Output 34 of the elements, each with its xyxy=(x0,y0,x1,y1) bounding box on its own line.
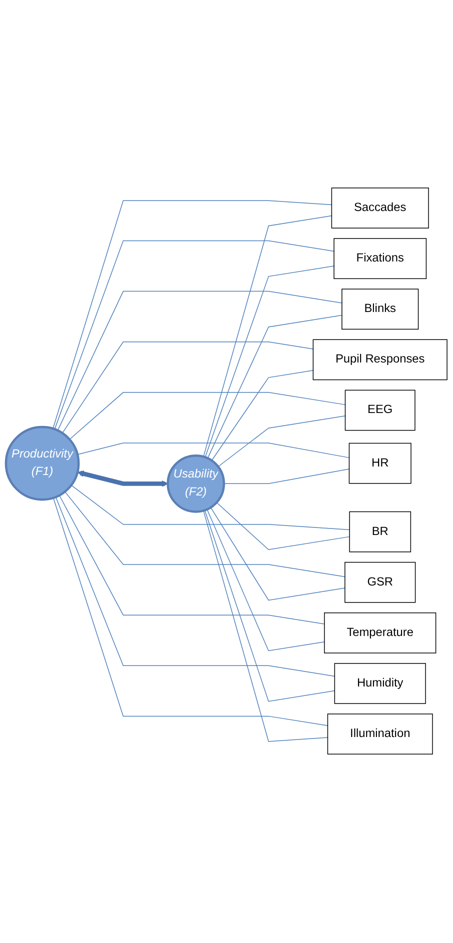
connector xyxy=(204,510,336,702)
connector xyxy=(59,495,325,625)
connector xyxy=(218,416,346,468)
node-box: Fixations xyxy=(334,238,427,280)
connector xyxy=(54,240,334,430)
node-box: Humidity xyxy=(334,664,426,704)
node-box: Temperature xyxy=(324,612,436,654)
node-box: Pupil Responses xyxy=(312,340,448,381)
node-box: Blinks xyxy=(342,289,419,330)
connector xyxy=(52,498,328,726)
node-box: BR xyxy=(349,512,412,553)
connector xyxy=(207,315,342,460)
connector xyxy=(211,370,314,462)
connector xyxy=(216,502,350,551)
connector xyxy=(62,342,314,434)
connector xyxy=(70,485,350,531)
arrow xyxy=(78,471,168,488)
node-box: EEG xyxy=(344,390,416,432)
connector xyxy=(224,469,350,485)
connector xyxy=(206,510,325,652)
connector xyxy=(204,266,334,458)
connector xyxy=(57,291,342,432)
connector xyxy=(203,510,328,742)
node-box: Illumination xyxy=(327,714,433,755)
node-box: HR xyxy=(348,443,412,484)
connector xyxy=(77,443,350,459)
connector xyxy=(203,216,332,458)
connector xyxy=(69,392,346,440)
node-box: Saccades xyxy=(331,188,429,229)
connector xyxy=(210,508,346,602)
connector xyxy=(52,200,332,430)
node-box: GSR xyxy=(344,562,416,604)
connector xyxy=(64,492,346,578)
connector xyxy=(55,497,336,678)
